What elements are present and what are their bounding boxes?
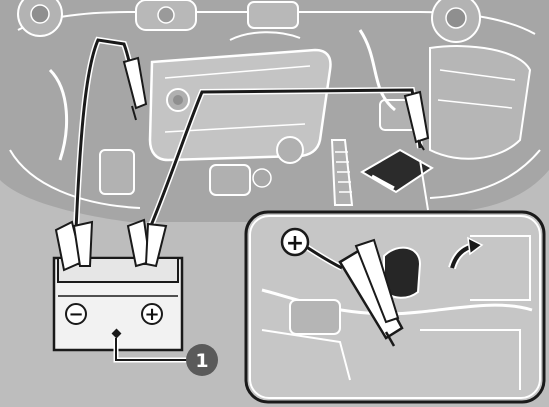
booster-battery: − + (52, 218, 184, 352)
ground-clamp (122, 56, 148, 121)
battery-clamp (403, 90, 430, 151)
inset-positive-icon (280, 227, 310, 257)
callout-number: 1 (195, 350, 208, 372)
positive-sign: + (144, 304, 159, 325)
callout-1: 1 (113, 338, 218, 376)
negative-sign: − (68, 304, 83, 325)
inset-pointer (419, 159, 429, 211)
inset-positive-sign: + (286, 231, 304, 256)
callout-badge (186, 344, 218, 376)
inset-detail: + (244, 210, 546, 404)
engine-bay (0, 0, 549, 222)
positive-terminal-icon (141, 303, 163, 325)
negative-terminal-icon (65, 303, 87, 325)
